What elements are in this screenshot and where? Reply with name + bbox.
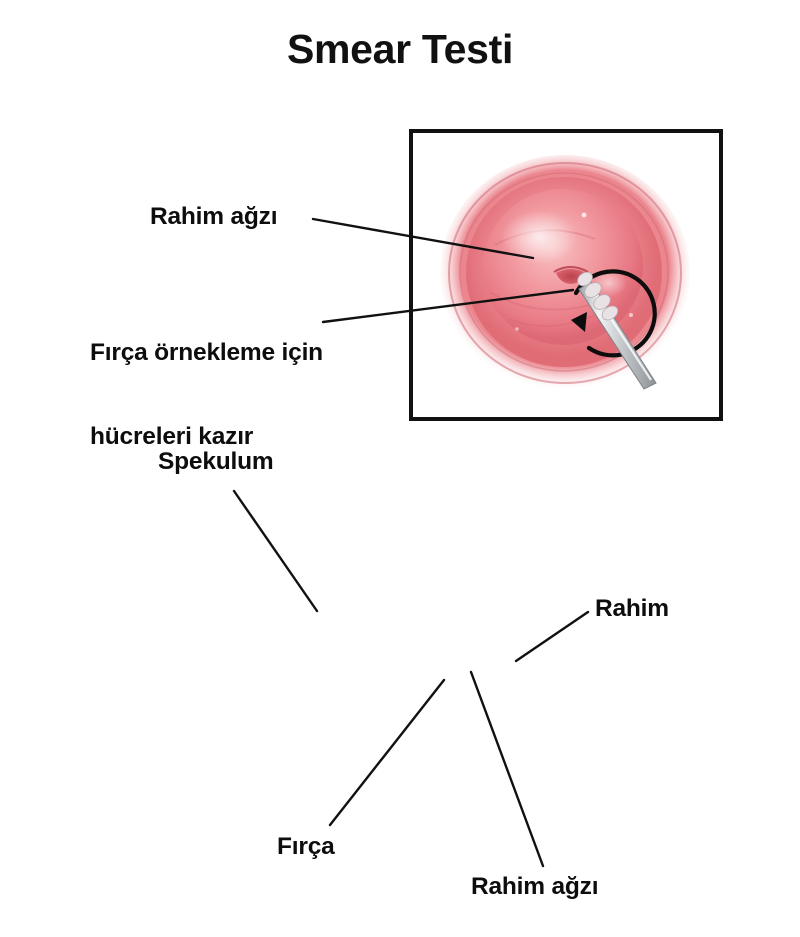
pelvic-soft-tissue — [341, 492, 659, 864]
label-brush-description: Fırça örnekleme için hücreleri kazır — [90, 283, 323, 506]
speculum-handle-left — [203, 666, 253, 724]
cervix-inset-frame — [409, 129, 723, 421]
glove-wrist-fade — [26, 606, 64, 704]
rectum-lumen — [518, 734, 577, 786]
vagina-upper-wall — [351, 633, 467, 661]
label-brush-description-line1: Fırça örnekleme için — [90, 338, 323, 366]
vagina-canal — [350, 646, 468, 688]
speculum-pivot-screw-slot — [292, 622, 298, 628]
speculum-handle-lever — [295, 699, 325, 811]
rotation-arrow-icon — [573, 269, 657, 358]
cervix-inset-artwork — [440, 155, 690, 391]
speculum-ratchet-tip — [283, 713, 297, 733]
label-uterus: Rahim — [595, 595, 669, 622]
leader-line-uterus — [514, 610, 590, 663]
speculum-thumbscrew-rod — [197, 647, 263, 671]
cervical-os — [451, 670, 479, 675]
speculum-knob-lower — [303, 677, 333, 703]
label-brush-description-line2: hücreleri kazır — [90, 422, 254, 450]
body-outline — [317, 449, 684, 813]
speculum-thumbscrew-head — [190, 644, 210, 662]
speculum-handle-tail — [187, 687, 251, 721]
speculum-knob-upper — [242, 653, 274, 681]
leader-line-speculum — [232, 489, 319, 613]
brush-internal — [350, 647, 463, 681]
external-os-lip — [553, 265, 589, 273]
sacrum-vertebrae — [433, 780, 683, 868]
gloved-hand — [26, 562, 254, 719]
speculum-highlights — [293, 596, 467, 686]
cervix-speck-2 — [629, 313, 633, 317]
glove-thumb — [188, 632, 245, 678]
glove-shading — [150, 592, 224, 652]
cervix — [439, 645, 492, 703]
rectum-mucosal-folds — [413, 720, 537, 773]
cervix-speck-3 — [515, 327, 519, 331]
speculum-upper-shaft — [330, 594, 475, 680]
label-cervix-top: Rahim ağzı — [150, 203, 278, 230]
body-outline-lower — [235, 743, 677, 897]
rectum — [395, 705, 604, 803]
uterine-cavity — [482, 571, 515, 675]
label-brush: Fırça — [277, 833, 335, 860]
rotation-arrow-head — [571, 312, 587, 332]
cervix-speck-1 — [581, 212, 587, 218]
speculum-ratchet-bar — [221, 715, 303, 727]
speculum-lower-blade — [286, 653, 463, 707]
vaginal-fornix — [420, 697, 500, 716]
label-cervix-bottom: Rahim ağzı — [471, 873, 599, 900]
speculum-blades-internal — [289, 611, 471, 703]
glove-finger-creases — [135, 563, 221, 653]
label-speculum: Spekulum — [158, 448, 274, 475]
bladder-inner-lining — [384, 529, 469, 609]
cervix-highlight-main — [501, 210, 577, 264]
page-title: Smear Testi — [286, 26, 514, 72]
brush-bristles — [577, 271, 619, 321]
speculum — [187, 590, 475, 811]
glove-hand-body — [38, 562, 254, 719]
leader-line-brush — [328, 678, 446, 827]
speculum-upper-blade — [254, 590, 354, 653]
uterus — [458, 537, 540, 697]
leader-line-cervix-bottom — [469, 670, 545, 868]
rectum-serosa — [395, 700, 610, 798]
speculum-pivot-screw — [288, 618, 302, 632]
bladder — [376, 519, 479, 619]
body-torso — [234, 450, 683, 896]
vagina-lower-wall — [347, 674, 469, 699]
sampling-brush — [577, 271, 657, 390]
